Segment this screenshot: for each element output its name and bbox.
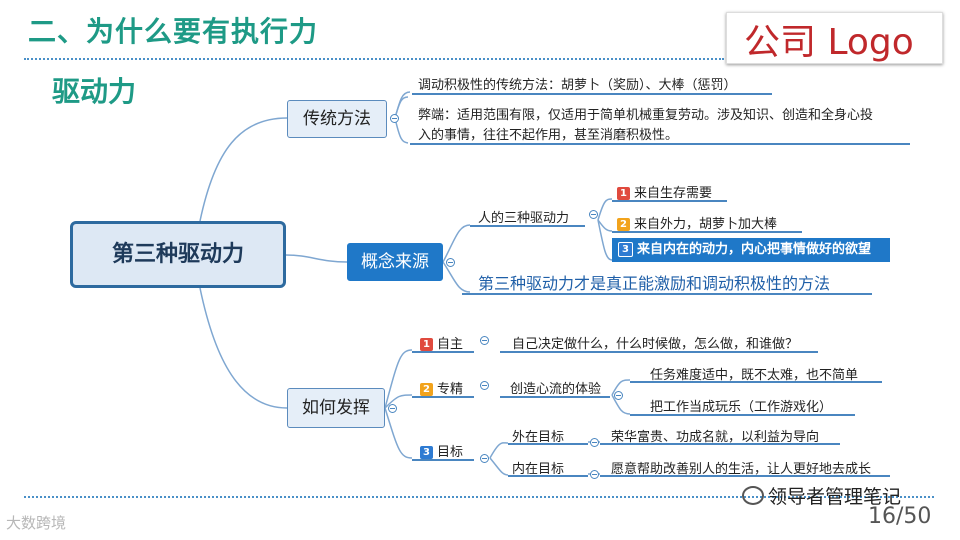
footer-divider: [24, 496, 934, 498]
collapse-toggle-flow[interactable]: [614, 391, 623, 400]
collapse-toggle-traditional[interactable]: [390, 114, 399, 123]
internal-goal-label[interactable]: 内在目标: [512, 462, 565, 477]
branch-underline: [410, 143, 910, 145]
branch-underline: [508, 443, 588, 445]
drive-2-text: 来自外力，胡萝卜加大棒: [634, 217, 778, 232]
autonomy-label: 自主: [437, 337, 464, 352]
priority-3-icon: 3: [618, 242, 633, 257]
branch-underline: [630, 381, 882, 383]
branch-underline: [412, 396, 474, 398]
drive-1[interactable]: 1 来自生存需要: [617, 182, 712, 201]
slide-title: 二、为什么要有执行力: [28, 15, 319, 48]
branch-underline: [600, 475, 890, 477]
collapse-toggle-internal[interactable]: [590, 470, 599, 479]
mastery-label: 专精: [437, 382, 464, 397]
collapse-toggle-purpose[interactable]: [480, 454, 489, 463]
purpose-label: 目标: [437, 445, 464, 460]
wechat-watermark: 领导者管理笔记: [742, 482, 901, 509]
collapse-toggle-concept[interactable]: [446, 258, 455, 267]
drive-2[interactable]: 2 来自外力，胡萝卜加大棒: [617, 213, 777, 232]
drawback-text-line1: 弊端：适用范围有限，仅适用于简单机械重复劳动。涉及知识、创造和全身心投: [418, 108, 874, 123]
root-node[interactable]: 第三种驱动力: [70, 221, 286, 288]
mastery-node[interactable]: 2 专精: [420, 378, 463, 397]
watermark-left: 大数跨境: [6, 514, 67, 532]
priority-2-icon: 2: [420, 383, 433, 396]
drawback-text-line2: 入的事情，往往不起作用，甚至消磨积极性。: [418, 128, 679, 143]
collapse-toggle-mastery[interactable]: [480, 381, 489, 390]
priority-2-icon: 2: [617, 218, 630, 231]
collapse-toggle-three-drives[interactable]: [589, 210, 598, 219]
collapse-toggle-autonomy[interactable]: [480, 336, 489, 345]
collapse-toggle-external[interactable]: [590, 438, 599, 447]
node-concept-origin[interactable]: 概念来源: [347, 243, 443, 281]
autonomy-node[interactable]: 1 自主: [420, 333, 463, 352]
branch-underline: [500, 396, 610, 398]
watermark-right-text: 领导者管理笔记: [768, 486, 902, 508]
branch-underline: [470, 225, 585, 227]
internal-goal-desc[interactable]: 愿意帮助改善别人的生活，让人更好地去成长: [611, 462, 872, 477]
branch-underline: [508, 475, 588, 477]
conclusion-text[interactable]: 第三种驱动力才是真正能激励和调动积极性的方法: [478, 274, 831, 293]
branch-underline: [600, 443, 840, 445]
flow-item-2[interactable]: 把工作当成玩乐（工作游戏化）: [650, 400, 833, 415]
external-goal-label[interactable]: 外在目标: [512, 430, 565, 445]
branch-underline: [412, 351, 474, 353]
collapse-toggle-apply[interactable]: [388, 404, 397, 413]
branch-underline: [612, 231, 802, 233]
autonomy-desc[interactable]: 自己决定做什么，什么时候做，怎么做，和谁做？: [512, 337, 799, 352]
traditional-method-text: 调动积极性的传统方法：胡萝卜（奖励）、大棒（惩罚）: [418, 78, 737, 93]
mastery-desc[interactable]: 创造心流的体验: [510, 382, 602, 397]
title-divider: [24, 58, 724, 60]
section-subtitle: 驱动力: [52, 75, 137, 108]
priority-1-icon: 1: [420, 338, 433, 351]
purpose-node[interactable]: 3 目标: [420, 441, 463, 460]
three-drives-label[interactable]: 人的三种驱动力: [478, 211, 570, 226]
branch-underline: [630, 414, 855, 416]
node-how-to-apply[interactable]: 如何发挥: [287, 388, 385, 428]
branch-underline: [412, 459, 474, 461]
branch-underline: [412, 93, 772, 95]
logo-box: [726, 12, 943, 64]
drive-3-text: 来自内在的动力，内心把事情做好的欲望: [637, 242, 872, 257]
priority-3-icon: 3: [420, 446, 433, 459]
wechat-icon: [742, 486, 764, 505]
priority-1-icon: 1: [617, 187, 630, 200]
branch-underline: [500, 351, 818, 353]
branch-underline: [462, 293, 872, 295]
flow-item-1[interactable]: 任务难度适中，既不太难，也不简单: [650, 368, 859, 383]
drive-3-selected[interactable]: 3 来自内在的动力，内心把事情做好的欲望: [612, 238, 890, 262]
drive-1-text: 来自生存需要: [634, 186, 713, 201]
company-logo: 公司 Logo: [744, 22, 914, 63]
branch-underline: [612, 200, 727, 202]
external-goal-desc[interactable]: 荣华富贵、功成名就，以利益为导向: [611, 430, 820, 445]
node-traditional-methods[interactable]: 传统方法: [287, 100, 387, 138]
page-number: 16/50: [868, 504, 932, 529]
